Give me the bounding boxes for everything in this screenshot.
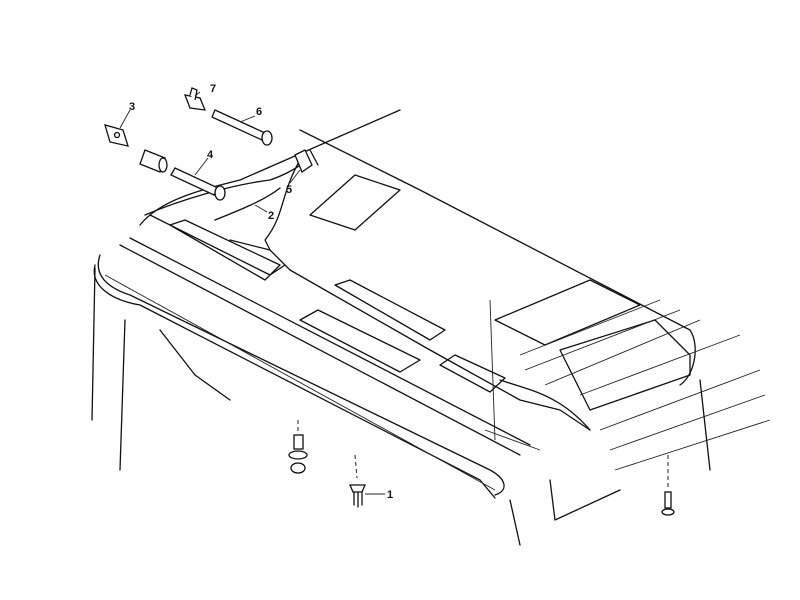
callout-1: 1 <box>387 489 393 501</box>
callout-4: 4 <box>207 149 214 161</box>
callout-3: 3 <box>129 101 135 113</box>
part-1-push-rivet <box>349 454 366 508</box>
callout-7: 7 <box>210 83 216 95</box>
callout-2: 2 <box>268 210 274 222</box>
grommet-fastener <box>288 420 308 474</box>
part-5-clip <box>294 149 319 173</box>
callout-5: 5 <box>286 184 292 196</box>
callout-6: 6 <box>256 106 262 118</box>
spacer-sleeve <box>139 149 168 173</box>
part-6-screw <box>211 109 273 146</box>
part-4-screw <box>170 167 226 201</box>
part-7-clip <box>183 87 207 111</box>
cable <box>144 156 309 251</box>
part-3-clip <box>104 124 129 147</box>
bolt <box>661 455 675 516</box>
leader-lines <box>119 91 385 495</box>
